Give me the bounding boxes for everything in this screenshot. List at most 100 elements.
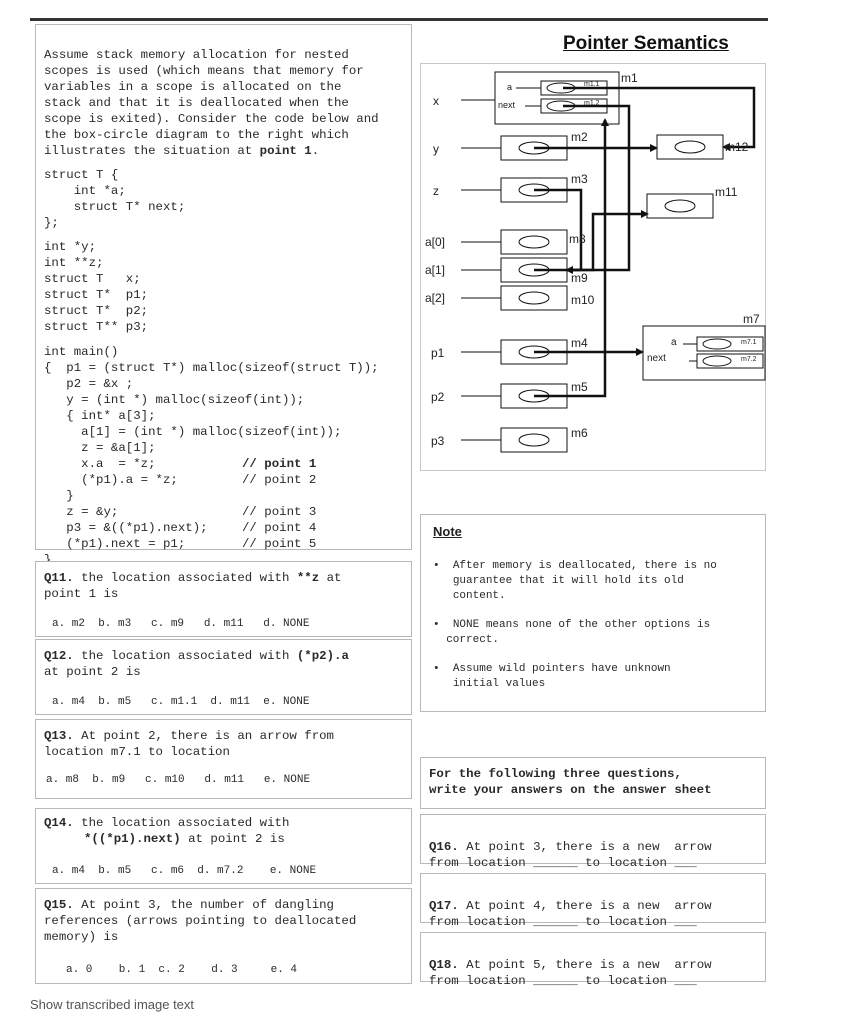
globals: int *y; int **z; struct T x; struct T* p… <box>44 223 148 351</box>
question-16: Q16. At point 3, there is a new arrow fr… <box>420 814 766 870</box>
question-text: from location ______ to location ___ <box>429 856 697 870</box>
label-m9: m9 <box>571 271 588 285</box>
intro-line: illustrates the situation at <box>44 144 260 158</box>
label-field-a: a <box>507 82 513 92</box>
cell-m10 <box>500 285 568 311</box>
question-text: At point 2, there is an arrow from <box>73 729 334 743</box>
pointer-circle <box>518 235 550 249</box>
intro-line: scope is exited). Consider the code belo… <box>44 112 379 126</box>
pointer-circle <box>674 140 706 154</box>
question-code: **z <box>296 571 320 585</box>
question-text: at point 2 is <box>44 665 141 679</box>
question-text: the location associated with <box>73 816 290 830</box>
label-m10: m10 <box>571 293 595 307</box>
instructions-panel: For the following three questions, write… <box>420 757 766 809</box>
arrow-m1-2-to-m9 <box>563 104 631 254</box>
label-field-next: next <box>498 100 516 110</box>
code-line: } <box>44 489 74 503</box>
label-m7-2: m7.2 <box>741 356 757 363</box>
diagram-canvas <box>461 71 766 453</box>
code-line: }; <box>44 216 59 230</box>
cell-m12 <box>656 134 724 160</box>
question-number: Q11. <box>44 571 74 585</box>
note-text: NONE means none of the other options is <box>452 619 711 631</box>
question-12: Q12. the location associated with (*p2).… <box>35 639 412 715</box>
label-a0: a[0] <box>425 235 446 249</box>
intro-line: Assume stack memory allocation for neste… <box>44 48 349 62</box>
label-p1: p1 <box>431 346 445 360</box>
comment-point-4: // point 4 <box>242 521 317 535</box>
label-m4: m4 <box>571 336 588 350</box>
pointer-circle <box>702 338 732 350</box>
question-number: Q18. <box>429 958 459 972</box>
note-bullet: • NONE means none of the other options i… <box>433 619 711 646</box>
note-text: After memory is deallocated, there is no <box>452 560 717 572</box>
label-p2: p2 <box>431 390 445 404</box>
code-line: int *a; <box>44 184 126 198</box>
question-text: location m7.1 to location <box>44 745 230 759</box>
note-bullet: • Assume wild pointers have unknown init… <box>433 663 671 690</box>
note-text: guarantee that it will hold its old <box>452 575 684 587</box>
answer-options: a. m8 b. m9 c. m10 d. m11 e. NONE <box>46 774 311 786</box>
comment-point-3: // point 3 <box>242 505 317 519</box>
question-number: Q14. <box>44 816 74 830</box>
code-line: struct T* p2; <box>44 304 149 318</box>
label-m7-1: m7.1 <box>741 339 757 346</box>
question-number: Q15. <box>44 898 74 912</box>
question-text: from location ______ to location ___ <box>429 974 697 988</box>
box-circle-diagram: x y z a[0] a[1] a[2] p1 p2 p3 m1 m1.1 m1… <box>420 63 766 471</box>
question-code: (*p2).a <box>296 649 349 663</box>
intro-line: variables in a scope is allocated on the <box>44 80 342 94</box>
code-line: struct T* p1; <box>44 288 149 302</box>
code-line: int main() <box>44 345 119 359</box>
cell-m8 <box>500 229 568 255</box>
question-text: references (arrows pointing to deallocat… <box>44 914 357 928</box>
cell-m6 <box>500 427 568 453</box>
pointer-circle <box>664 199 696 213</box>
intro-line: scopes is used (which means that memory … <box>44 64 364 78</box>
point-comments: // point 1 // point 2 <box>242 440 316 504</box>
comment-point-5: // point 5 <box>242 537 317 551</box>
show-transcribed-link[interactable]: Show transcribed image text <box>30 997 195 1012</box>
label-a1: a[1] <box>425 263 446 277</box>
label-m1-2: m1.2 <box>584 100 600 107</box>
question-number: Q12. <box>44 649 74 663</box>
arrow-m1-2-to-m9-tip <box>565 254 631 274</box>
question-14: Q14. the location associated with *((*p1… <box>35 808 412 884</box>
question-11: Q11. the location associated with **z at… <box>35 561 412 637</box>
point-emphasis: point 1 <box>259 144 312 158</box>
question-text: At point 4, there is a new arrow <box>458 899 712 913</box>
arrow-m9-to-m11 <box>534 210 649 272</box>
code-line: int *y; <box>44 240 97 254</box>
answer-options: a. m4 b. m5 c. m1.1 d. m11 e. NONE <box>52 696 310 708</box>
question-13: Q13. At point 2, there is an arrow from … <box>35 719 412 799</box>
label-m7-field-a: a <box>671 337 677 348</box>
question-15: Q15. At point 3, the number of dangling … <box>35 888 412 984</box>
label-m1-1: m1.1 <box>584 81 600 88</box>
answer-options: a. m2 b. m3 c. m9 d. m11 d. NONE <box>52 618 310 630</box>
note-text: Assume wild pointers have unknown <box>452 663 671 675</box>
label-m3: m3 <box>571 172 588 186</box>
answer-options: a. 0 b. 1 c. 2 d. 3 e. 4 <box>66 964 298 976</box>
arrow-m1-1-to-m12 <box>563 86 756 151</box>
pointer-circle <box>702 355 732 367</box>
label-m6: m6 <box>571 426 588 440</box>
question-number: Q16. <box>429 840 459 854</box>
code-line: p3 = &((*p1).next); <box>44 521 208 535</box>
code-line: { p1 = (struct T*) malloc(sizeof(struct … <box>44 361 379 375</box>
code-line: int **z; <box>44 256 104 270</box>
cell-m11 <box>646 193 714 219</box>
comment-point-2: // point 2 <box>242 473 317 487</box>
comment-point-1: // point 1 <box>242 457 317 471</box>
question-text: the location associated with <box>73 649 297 663</box>
question-code: *((*p1).next) <box>84 832 181 846</box>
instructions-text: For the following three questions, <box>429 767 682 781</box>
note-text: correct. <box>446 634 500 646</box>
arrow-m3-to-m9 <box>534 188 583 270</box>
label-m12: m12 <box>725 140 749 154</box>
intro-line: the box-circle diagram to the right whic… <box>44 128 349 142</box>
pointer-circle <box>518 291 550 305</box>
code-line: struct T x; <box>44 272 141 286</box>
note-panel: Note • After memory is deallocated, ther… <box>420 514 766 712</box>
main-function: int main() { p1 = (struct T*) malloc(siz… <box>44 328 379 584</box>
